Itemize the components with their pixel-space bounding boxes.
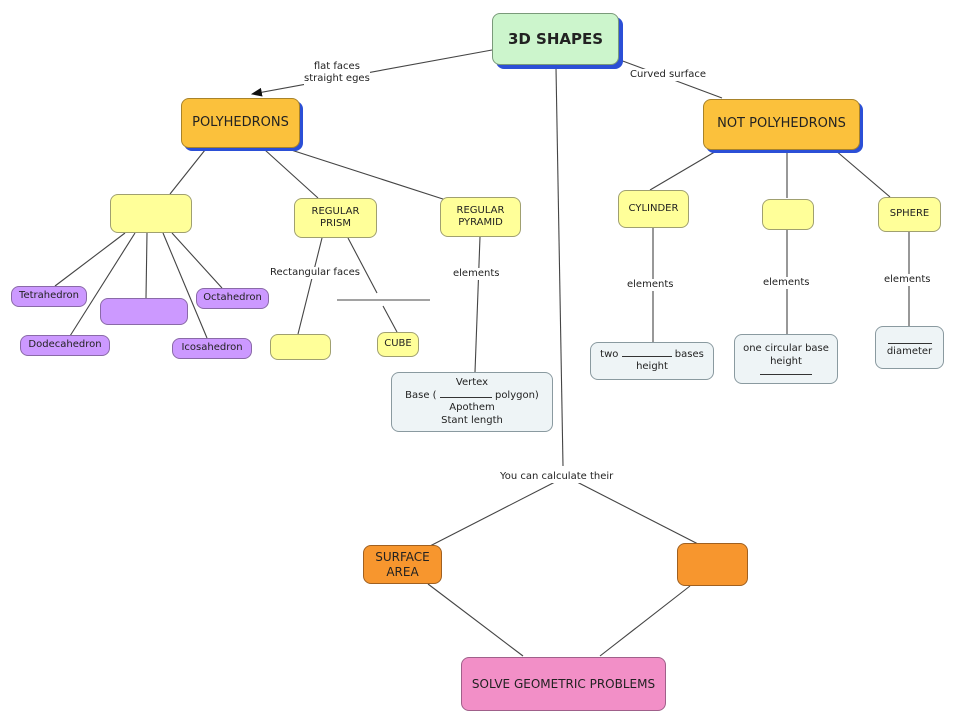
cylinder-height-text: height xyxy=(636,361,668,372)
pyramid-elements-node[interactable]: Vertex Base ( polygon) Apothem Stant len… xyxy=(391,372,553,432)
sphere-node[interactable]: SPHERE xyxy=(878,197,941,232)
cone-elements-label: elements xyxy=(763,277,810,289)
polyhedrons-link-label: flat faces straight eges xyxy=(304,61,370,85)
cylinder-elements-node[interactable]: two bases height xyxy=(590,342,714,380)
root-node-3d-shapes[interactable]: 3D SHAPES xyxy=(492,13,619,65)
bases-text: bases xyxy=(674,348,704,360)
sphere-blank xyxy=(887,337,932,344)
vertex-text: Vertex xyxy=(455,377,489,388)
octahedron-node[interactable]: Octahedron xyxy=(196,288,269,309)
sphere-elements-label: elements xyxy=(884,274,931,286)
blank-regular-polyhedra-node[interactable] xyxy=(110,194,192,233)
base-suffix: polygon) xyxy=(494,389,539,401)
blank-volume-node[interactable] xyxy=(677,543,748,586)
link-flat-faces: flat faces xyxy=(313,61,360,72)
sphere-elements-node[interactable]: diameter xyxy=(875,326,944,369)
bases-blank xyxy=(621,355,672,357)
cube-node[interactable]: CUBE xyxy=(377,332,419,357)
cone-height-text: height xyxy=(770,355,802,367)
base-prefix: Base ( xyxy=(405,389,437,401)
cylinder-elements-label: elements xyxy=(627,279,674,291)
dodecahedron-node[interactable]: Dodecahedron xyxy=(20,335,110,356)
rectangular-faces-label: Rectangular faces xyxy=(270,267,360,279)
surface-area-node[interactable]: SURFACE AREA xyxy=(363,545,442,584)
circular-base-text: one circular base xyxy=(743,343,829,354)
polyhedrons-node[interactable]: POLYHEDRONS xyxy=(181,98,300,148)
not-polyhedrons-node[interactable]: NOT POLYHEDRONS xyxy=(703,99,860,150)
diameter-text: diameter xyxy=(886,345,933,357)
calculate-link-label: You can calculate their xyxy=(500,471,614,483)
base-polygon-text: Base ( polygon) xyxy=(405,390,539,403)
solve-problems-node[interactable]: SOLVE GEOMETRIC PROBLEMS xyxy=(461,657,666,711)
curved-surface-link-label: Curved surface xyxy=(630,69,706,81)
blank-prism-node[interactable] xyxy=(270,334,331,360)
regular-prism-node[interactable]: REGULAR PRISM xyxy=(294,198,377,238)
blank-cone-node[interactable] xyxy=(762,199,814,230)
regular-pyramid-node[interactable]: REGULAR PYRAMID xyxy=(440,197,521,237)
blank-platonic-node[interactable] xyxy=(100,298,188,325)
base-blank xyxy=(439,396,492,398)
apothem-text: Apothem xyxy=(449,402,495,413)
cone-blank xyxy=(760,368,812,375)
two-text: two xyxy=(600,348,619,360)
link-straight-edges: straight eges xyxy=(304,73,370,84)
icosahedron-node[interactable]: Icosahedron xyxy=(172,338,252,359)
tetrahedron-node[interactable]: Tetrahedron xyxy=(11,286,87,307)
cylinder-node[interactable]: CYLINDER xyxy=(618,190,689,228)
pyramid-elements-label: elements xyxy=(453,268,500,280)
cone-elements-node[interactable]: one circular base height xyxy=(734,334,838,384)
slant-length-text: Stant length xyxy=(441,414,503,426)
two-bases-text: two bases xyxy=(600,349,704,362)
